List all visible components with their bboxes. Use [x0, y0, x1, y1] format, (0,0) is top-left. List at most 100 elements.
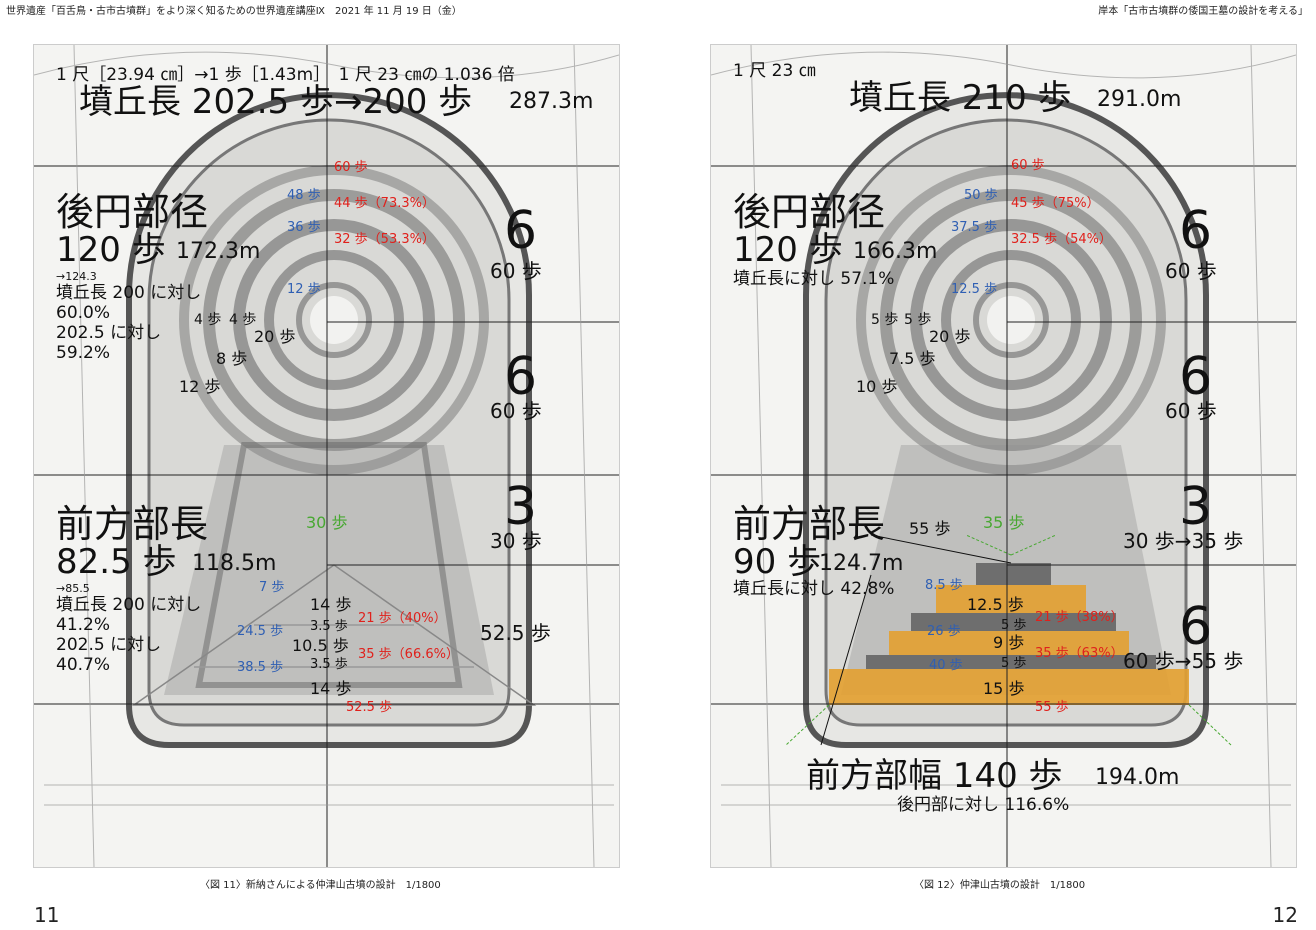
total-length-m: 291.0m [1097, 87, 1182, 112]
caption-right: 〈図 12〉仲津山古墳の設計 1/1800 [914, 880, 1086, 891]
ratio-6b-sub: 60 歩 [490, 399, 542, 423]
label-12-black: 12 歩 [179, 377, 221, 396]
label-8: 8 歩 [216, 349, 248, 368]
right-tomb-map [711, 45, 1296, 867]
circle-m: 166.3m [853, 239, 938, 264]
front-note2: 墳丘長 200 に対し [56, 595, 202, 615]
label-44: 44 歩（73.3%） [334, 196, 435, 211]
label-38-5: 38.5 歩 [237, 660, 284, 675]
label-21: 21 歩（38%） [1035, 610, 1124, 625]
left-tomb-map [34, 45, 619, 867]
label-36: 36 歩 [287, 220, 321, 235]
left-figure: 1 尺［23.94 ㎝］→1 歩［1.43m］ 1 尺 23 ㎝の 1.036 … [33, 44, 620, 868]
ratio-6b: 6 [1179, 347, 1213, 407]
ratio-3: 3 [1179, 477, 1213, 537]
label-4a: 4 歩 [194, 312, 222, 328]
ratio-6c-sub: 60 歩→55 歩 [1123, 649, 1244, 673]
label-21: 21 歩（40%） [358, 611, 447, 626]
label-3-5a: 3.5 歩 [310, 619, 348, 634]
ratio-6a: 6 [1179, 201, 1213, 261]
label-7: 7 歩 [259, 580, 285, 595]
label-3-5b: 3.5 歩 [310, 657, 348, 672]
label-35: 35 歩（63%） [1035, 646, 1124, 661]
ratio-3-sub: 30 歩→35 歩 [1123, 529, 1244, 553]
front-value: 82.5 歩 [56, 542, 177, 582]
label-5c: 5 歩 [1001, 618, 1027, 633]
circle-note3: 60.0% [56, 303, 111, 323]
label-55: 55 歩 [1035, 700, 1069, 715]
label-32: 32 歩（53.3%） [334, 232, 435, 247]
front-note5: 40.7% [56, 655, 111, 675]
circle-note1: →124.3 [56, 270, 97, 283]
front-value: 90 歩 [733, 542, 822, 582]
label-50: 50 歩 [964, 188, 998, 203]
ratio-6b-sub: 60 歩 [1165, 399, 1217, 423]
header-right: 岸本「古市古墳群の倭国王墓の設計を考える」 [1098, 6, 1308, 17]
circle-note2: 墳丘長 200 に対し [56, 283, 202, 303]
front-m: 118.5m [192, 551, 277, 576]
width-note: 後円部に対し 116.6% [897, 795, 1070, 815]
circle-title: 後円部径 [733, 190, 886, 234]
label-35: 35 歩（66.6%） [358, 647, 459, 662]
ratio-6a: 6 [504, 201, 538, 261]
circle-note4: 202.5 に対し [56, 323, 162, 343]
header-left: 世界遺産「百舌鳥・古市古墳群」をより深く知るための世界遺産講座Ⅸ 2021 年 … [6, 6, 462, 17]
ratio-6a-sub: 60 歩 [490, 259, 542, 283]
label-8-5: 8.5 歩 [925, 578, 963, 593]
label-35-green: 35 歩 [983, 513, 1025, 532]
label-20: 20 歩 [254, 327, 296, 346]
scale-note: 1 尺 23 ㎝ [733, 61, 816, 81]
label-37-5: 37.5 歩 [951, 220, 998, 235]
label-60: 60 歩 [334, 160, 368, 175]
label-5d: 5 歩 [1001, 656, 1027, 671]
label-40: 40 歩 [929, 658, 963, 673]
label-5a: 5 歩 [871, 312, 899, 328]
circle-note: 墳丘長に対し 57.1% [733, 269, 895, 289]
label-26: 26 歩 [927, 624, 961, 639]
label-15: 15 歩 [983, 679, 1025, 698]
front-note4: 202.5 に対し [56, 635, 162, 655]
scale-note: 1 尺［23.94 ㎝］→1 歩［1.43m］ 1 尺 23 ㎝の 1.036 … [56, 65, 515, 85]
circle-value: 120 歩 [733, 230, 843, 270]
total-length: 墳丘長 210 歩 [849, 78, 1072, 118]
label-14a: 14 歩 [310, 595, 352, 614]
circle-m: 172.3m [176, 239, 261, 264]
total-length: 墳丘長 202.5 歩→200 歩 [79, 82, 473, 122]
width-m: 194.0m [1095, 765, 1180, 790]
label-10-5: 10.5 歩 [292, 636, 349, 655]
label-5b: 5 歩 [904, 312, 932, 328]
label-45: 45 歩（75%） [1011, 196, 1100, 211]
right-figure: 1 尺 23 ㎝ 墳丘長 210 歩 291.0m 60 歩 50 歩 45 歩… [710, 44, 1297, 868]
ratio-3: 3 [504, 477, 538, 537]
front-note1: →85.5 [56, 582, 90, 595]
label-60: 60 歩 [1011, 158, 1045, 173]
label-14b: 14 歩 [310, 679, 352, 698]
ratio-6c: 6 [1179, 597, 1213, 657]
page-number-right: 12 [1272, 903, 1298, 927]
ratio-3-sub: 30 歩 [490, 529, 542, 553]
label-7-5: 7.5 歩 [889, 349, 936, 368]
front-note: 墳丘長に対し 42.8% [733, 579, 895, 599]
label-9: 9 歩 [993, 633, 1025, 652]
label-12-5: 12.5 歩 [951, 282, 998, 297]
circle-title: 後円部径 [56, 190, 209, 234]
label-24-5: 24.5 歩 [237, 624, 284, 639]
label-10: 10 歩 [856, 377, 898, 396]
front-title: 前方部長 [56, 502, 209, 546]
label-30-green: 30 歩 [306, 513, 348, 532]
label-48: 48 歩 [287, 188, 321, 203]
front-m: 124.7m [819, 551, 904, 576]
label-12: 12 歩 [287, 282, 321, 297]
caption-left: 〈図 11〉新納さんによる仲津山古墳の設計 1/1800 [200, 880, 441, 891]
page-number-left: 11 [34, 903, 60, 927]
front-note3: 41.2% [56, 615, 111, 635]
label-55-top: 55 歩 [909, 519, 951, 538]
circle-note5: 59.2% [56, 343, 111, 363]
ratio-6b: 6 [504, 347, 538, 407]
circle-value: 120 歩 [56, 230, 166, 270]
ratio-6a-sub: 60 歩 [1165, 259, 1217, 283]
label-52-5: 52.5 歩 [346, 700, 393, 715]
label-20: 20 歩 [929, 327, 971, 346]
label-4b: 4 歩 [229, 312, 257, 328]
label-12-5-black: 12.5 歩 [967, 595, 1024, 614]
